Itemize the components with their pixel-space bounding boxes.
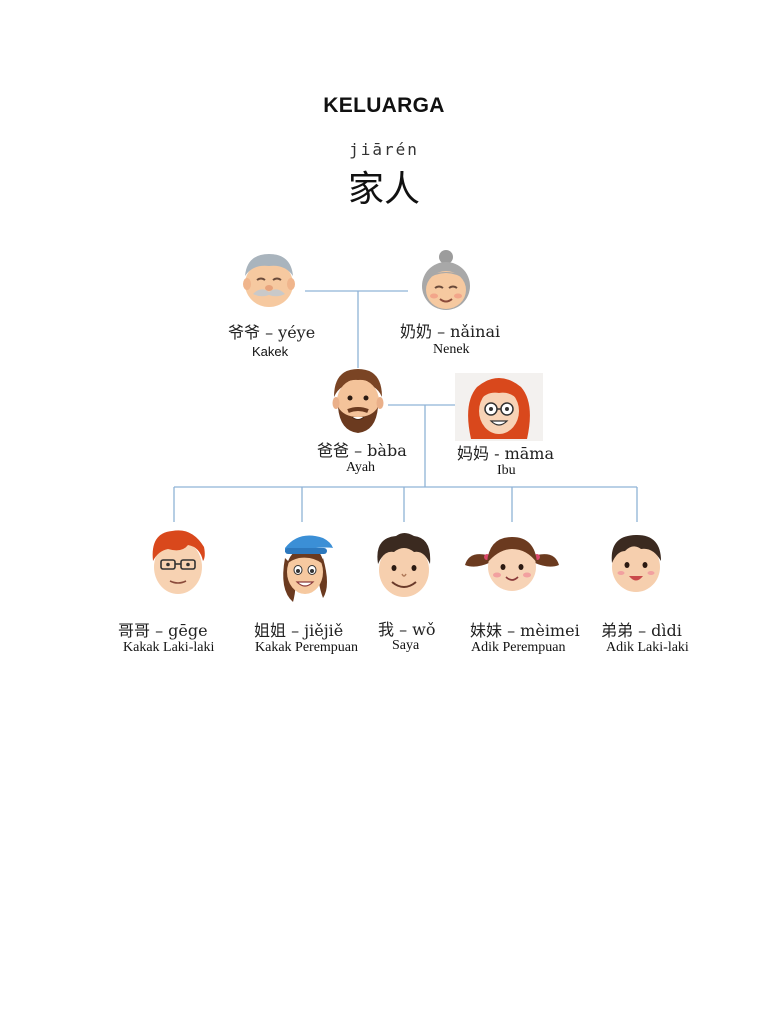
self-face-icon xyxy=(377,533,431,597)
older-sister-face-icon xyxy=(283,535,333,602)
father-face-icon xyxy=(332,369,384,433)
label-cn-yeye: 爷爷 – yéye xyxy=(228,323,316,342)
label-id-yeye: Kakek xyxy=(252,344,289,359)
label-cn-meimei: 妹妹 – mèimei xyxy=(470,621,580,640)
label-id-gege: Kakak Laki-laki xyxy=(123,640,215,655)
label-id-didi: Adik Laki-laki xyxy=(606,640,689,655)
younger-sister-face-icon xyxy=(465,537,559,591)
mother-face-icon xyxy=(455,373,543,441)
label-cn-mama: 妈妈 - māma xyxy=(457,444,555,463)
grandmother-face-icon xyxy=(422,250,470,310)
label-cn-baba: 爸爸 – bàba xyxy=(317,441,407,460)
label-cn-didi: 弟弟 – dìdi xyxy=(601,621,682,640)
label-cn-wo: 我 – wǒ xyxy=(378,620,436,639)
label-id-nainai: Nenek xyxy=(433,342,470,357)
page-title: KELUARGA xyxy=(323,94,445,117)
younger-brother-face-icon xyxy=(611,535,661,592)
label-id-jiejie: Kakak Perempuan xyxy=(255,640,359,655)
older-brother-face-icon xyxy=(152,530,205,594)
label-id-meimei: Adik Perempuan xyxy=(471,640,566,655)
label-cn-nainai: 奶奶 – nǎinai xyxy=(400,322,501,341)
title-hanzi: 家人 xyxy=(347,169,420,210)
label-id-mama: Ibu xyxy=(497,463,516,478)
label-cn-jiejie: 姐姐 – jiějiě xyxy=(254,621,344,640)
label-cn-gege: 哥哥 – gēge xyxy=(118,621,208,640)
title-pinyin: jiārén xyxy=(349,140,419,159)
label-id-wo: Saya xyxy=(392,638,420,653)
grandfather-face-icon xyxy=(243,254,295,307)
label-id-baba: Ayah xyxy=(346,460,376,475)
